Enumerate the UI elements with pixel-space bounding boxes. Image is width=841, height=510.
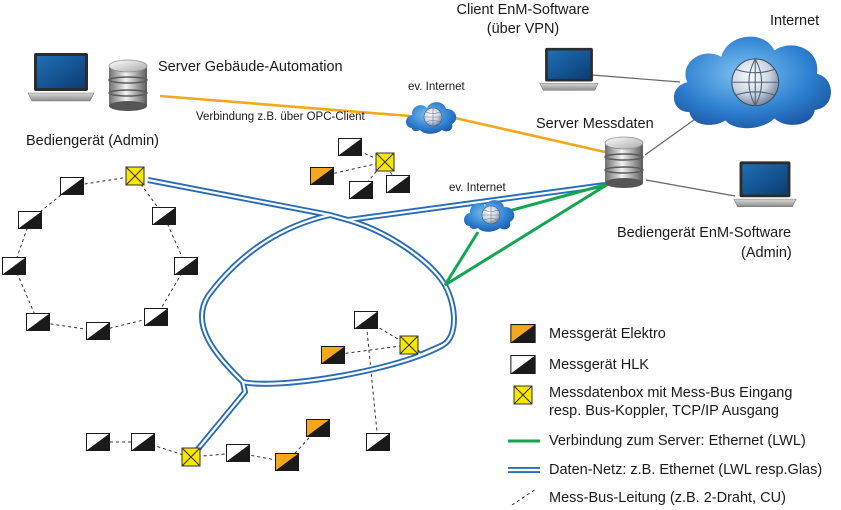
legend-box-line1: Messdatenbox mit Mess-Bus Eingang	[549, 385, 793, 401]
legend-hlk: Messgerät HLK	[549, 357, 649, 373]
elektro-device-icon	[306, 419, 330, 437]
ethernet-links	[443, 182, 609, 287]
messdatenbox-icon	[375, 152, 395, 172]
label-bediengeraet-enm-line1: Bediengerät EnM-Software	[617, 225, 792, 241]
laptop-bediengeraet-enm-icon	[733, 160, 797, 208]
opc-link	[159, 94, 606, 154]
hlk-device-icon	[354, 311, 378, 329]
label-server-messdaten: Server Messdaten	[536, 116, 654, 132]
legend-box-line2: resp. Bus-Koppler, TCP/IP Ausgang	[549, 403, 779, 419]
server-messdaten-icon	[604, 136, 644, 189]
hlk-device-icon	[174, 257, 198, 275]
legend-datennetz: Daten-Netz: z.B. Ethernet (LWL resp.Glas…	[549, 462, 823, 478]
messdatenbox-icon	[125, 166, 145, 186]
messdatenbox-icon	[181, 447, 201, 467]
label-client-enm-line2: (über VPN)	[486, 21, 560, 37]
legend-symbols	[508, 324, 540, 506]
label-ev-internet-2: ev. Internet	[449, 182, 506, 194]
elektro-device-icon	[310, 167, 334, 185]
server-gebaeude-icon	[108, 59, 148, 112]
hlk-device-icon	[349, 181, 373, 199]
hlk-device-icon	[386, 175, 410, 193]
laptop-client-enm-icon	[539, 47, 599, 91]
devices	[2, 138, 419, 471]
elektro-device-icon	[321, 346, 345, 364]
hlk-device-icon	[226, 444, 250, 462]
legend-ethernet: Verbindung zum Server: Ethernet (LWL)	[549, 433, 806, 449]
hlk-device-icon	[18, 211, 42, 229]
label-server-gebaeude: Server Gebäude-Automation	[158, 59, 343, 75]
label-internet: Internet	[770, 13, 820, 29]
internet-cloud-icon	[673, 36, 832, 129]
legend-elektro: Messgerät Elektro	[549, 326, 666, 342]
hlk-device-icon	[86, 322, 110, 340]
hlk-device-icon	[366, 433, 390, 451]
label-ev-internet-1: ev. Internet	[408, 81, 465, 93]
label-bediengeraet-enm-line2: (Admin)	[741, 245, 792, 261]
ev-internet-cloud-icon	[405, 101, 457, 135]
hlk-device-icon	[2, 257, 26, 275]
hlk-device-icon	[60, 177, 84, 195]
messdatenbox-icon	[399, 335, 419, 355]
hlk-device-icon	[144, 308, 168, 326]
legend-hlk-icon	[510, 355, 536, 374]
legend-box-icon	[513, 385, 533, 405]
label-client-enm-line1: Client EnM-Software	[456, 2, 590, 18]
hlk-device-icon	[338, 138, 362, 156]
hlk-device-icon	[86, 433, 110, 451]
daten-netz	[147, 177, 606, 457]
label-bediengeraet-admin: Bediengerät (Admin)	[26, 133, 159, 149]
hlk-device-icon	[131, 433, 155, 451]
laptop-admin-icon	[27, 52, 95, 102]
legend-elektro-icon	[510, 324, 536, 343]
legend-messbus-line	[511, 488, 537, 506]
legend-messbus: Mess-Bus-Leitung (z.B. 2-Draht, CU)	[549, 490, 786, 506]
hlk-device-icon	[152, 207, 176, 225]
hlk-device-icon	[26, 313, 50, 331]
elektro-device-icon	[275, 453, 299, 471]
label-verbindung-opc: Verbindung z.B. über OPC-Client	[196, 111, 365, 123]
